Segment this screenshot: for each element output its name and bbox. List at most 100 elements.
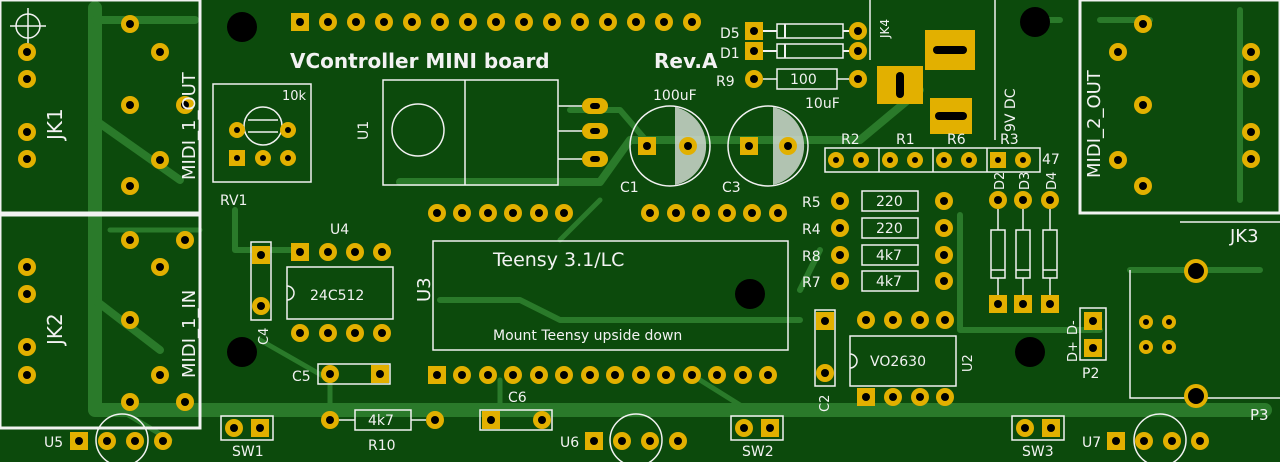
c1-ref: C1: [620, 180, 639, 196]
p2-header: D- D+ P2: [1066, 307, 1107, 382]
d1-ref: D1: [720, 46, 740, 62]
diode-d5: D5: [720, 22, 867, 42]
sw2-ref: SW2: [742, 444, 774, 460]
board-revision: Rev.A: [654, 49, 718, 73]
r5-value: 220: [876, 194, 903, 210]
r9-ref: R9: [716, 74, 735, 90]
resistor-r7: R7 4k7: [802, 270, 953, 292]
resistor-r4: R4 220: [802, 217, 953, 239]
switch-sw2: SW2: [730, 415, 784, 460]
switch-sw1: SW1: [220, 415, 274, 460]
mounting-holes: [227, 7, 1050, 367]
teensy-name: Teensy 3.1/LC: [492, 249, 624, 271]
r7-ref: R7: [802, 275, 821, 291]
top-pin-header: [291, 13, 701, 31]
r7-value: 4k7: [876, 274, 902, 290]
r4-value: 220: [876, 221, 903, 237]
diode-d2: D2: [989, 172, 1008, 313]
d4-ref: D4: [1045, 172, 1060, 190]
mounting-hole: [1020, 7, 1050, 37]
jk3-ref: JK3: [1229, 226, 1259, 247]
jk1-midi-jack: JK1 MIDI_1_OUT: [0, 0, 202, 215]
r8-ref: R8: [802, 249, 821, 265]
teensy-bottom-pins: [428, 366, 777, 384]
jk3-usb-connector: JK3 P3: [1129, 221, 1280, 424]
diode-d1: D1: [720, 42, 867, 62]
u4-ref: U4: [330, 222, 349, 238]
c1-value: 100uF: [653, 88, 697, 104]
pot-u5: U5: [44, 413, 172, 462]
d3-ref: D3: [1018, 172, 1033, 190]
resistor-r9: R9 100: [716, 68, 867, 90]
mounting-hole: [735, 279, 765, 309]
regulator-u1: U1: [356, 79, 608, 186]
u2-ref: U2: [961, 354, 976, 372]
r4-ref: R4: [802, 222, 821, 238]
resistor-array-top: R2 R1 R6 R3 47: [824, 132, 1060, 173]
jk2-label: MIDI_1_IN: [179, 290, 200, 378]
u7-ref: U7: [1082, 435, 1101, 451]
u3-ref: U3: [414, 277, 435, 302]
midi2-out-jack: MIDI_2_OUT: [1078, 0, 1280, 215]
p2-ref: P2: [1082, 366, 1099, 382]
resistor-r5: R5 220: [802, 190, 953, 212]
c3-ref: C3: [722, 180, 741, 196]
diode-d3: D3: [1014, 172, 1033, 313]
r8-value: 4k7: [876, 248, 902, 264]
u1-ref: U1: [356, 121, 372, 140]
u5-ref: U5: [44, 435, 63, 451]
r3-ref: R3: [1000, 132, 1019, 148]
p3-ref: P3: [1250, 406, 1269, 424]
r3-value: 47: [1042, 152, 1060, 168]
pot-u7: U7: [1082, 413, 1209, 462]
capacitor-c6: C6: [479, 390, 553, 431]
rv1-value: 10k: [282, 89, 307, 104]
capacitor-c1: 100uF C1: [620, 88, 711, 196]
c5-ref: C5: [292, 369, 311, 385]
u4-value: 24C512: [310, 288, 364, 304]
fiducial-marker: [10, 8, 46, 44]
r5-ref: R5: [802, 195, 821, 211]
r10-ref: R10: [368, 438, 396, 454]
switch-sw3: SW3: [1011, 415, 1065, 460]
p2-pin-dplus: D+: [1066, 341, 1081, 362]
board-title: VController MINI board: [290, 49, 550, 73]
r10-value: 4k7: [368, 413, 394, 429]
c3-value: 10uF: [805, 96, 840, 112]
r1-ref: R1: [896, 132, 915, 148]
rv1-ref: RV1: [220, 193, 247, 209]
optocoupler-u2: VO2630 U2: [849, 311, 976, 406]
midi2-label: MIDI_2_OUT: [1084, 69, 1105, 178]
teensy-note: Mount Teensy upside down: [493, 328, 682, 344]
r6-ref: R6: [947, 132, 966, 148]
mounting-hole: [227, 12, 257, 42]
p2-pin-dminus: D-: [1066, 320, 1081, 335]
c4-ref: C4: [257, 328, 272, 345]
teensy-u3: Teensy 3.1/LC Mount Teensy upside down U…: [414, 204, 789, 384]
mounting-hole: [227, 337, 257, 367]
diode-d4: D4: [1041, 172, 1060, 313]
trimmer-rv1: 10k RV1: [212, 83, 312, 209]
c6-ref: C6: [508, 390, 527, 406]
pot-u6: U6: [560, 413, 687, 462]
jk1-label: MIDI_1_OUT: [179, 71, 200, 180]
jk2-ref: JK2: [43, 313, 67, 347]
capacitor-c5: C5: [292, 363, 391, 385]
capacitor-c3: 10uF C3: [722, 96, 840, 196]
resistor-r10: 4k7 R10: [321, 409, 444, 454]
sw3-ref: SW3: [1022, 444, 1054, 460]
eeprom-u4: U4 24C512: [286, 222, 394, 342]
c2-ref: C2: [818, 395, 833, 412]
r2-ref: R2: [841, 132, 860, 148]
u2-value: VO2630: [870, 354, 926, 370]
capacitor-c4: C4: [250, 241, 272, 345]
d5-ref: D5: [720, 26, 740, 42]
mounting-hole: [1015, 337, 1045, 367]
resistor-r8: R8 4k7: [802, 244, 953, 266]
jk2-midi-jack: JK2 MIDI_1_IN: [0, 213, 202, 430]
jk4-ref: JK4: [878, 19, 892, 39]
sw1-ref: SW1: [232, 444, 264, 460]
u6-ref: U6: [560, 435, 579, 451]
